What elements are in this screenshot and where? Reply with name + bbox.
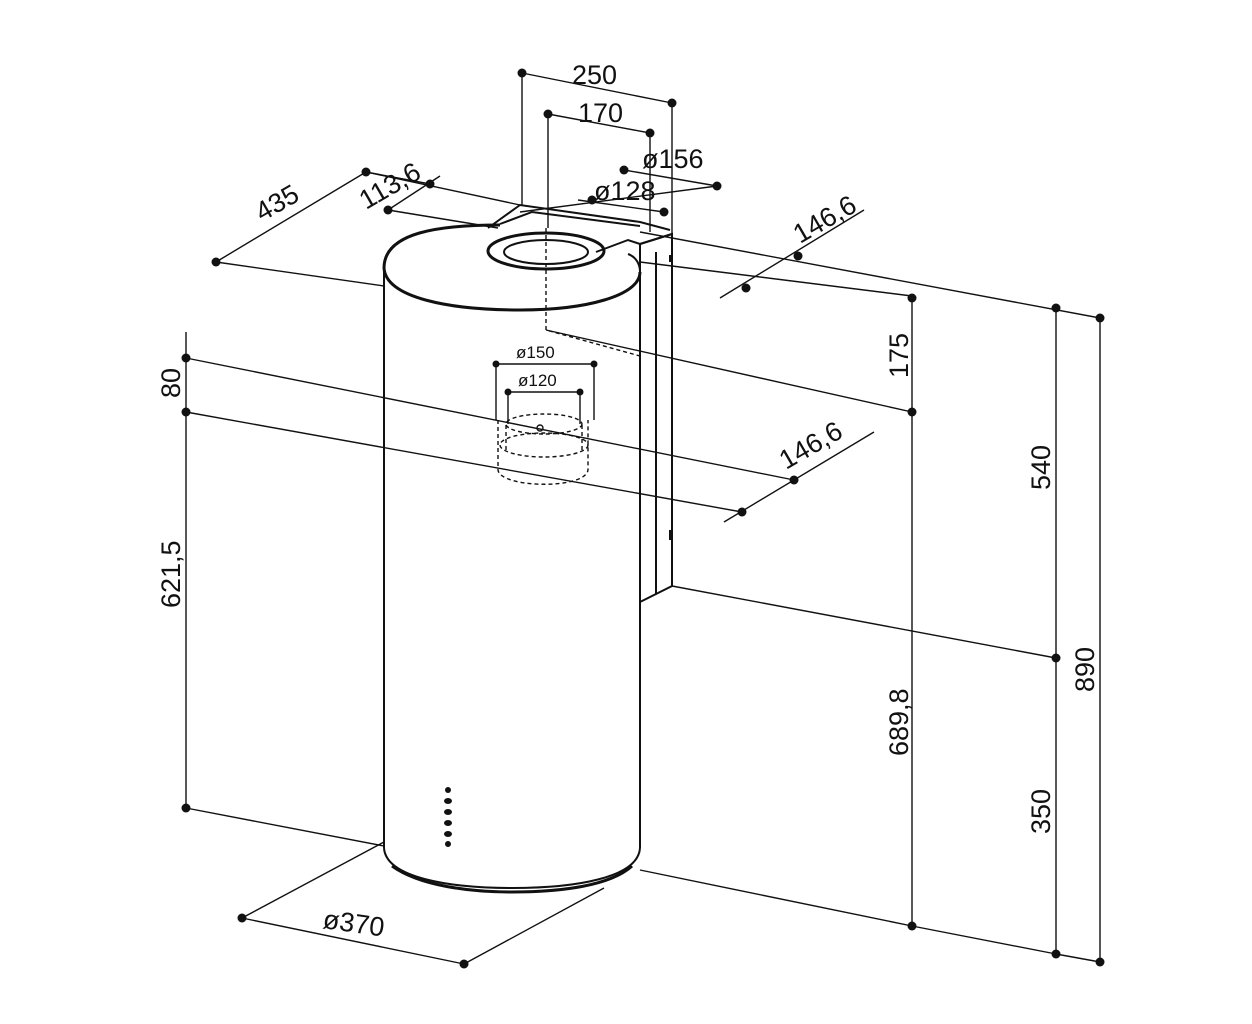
label-150: ø150 bbox=[516, 343, 555, 362]
dim-540-350: 540 350 bbox=[671, 303, 1061, 959]
label-128: ø128 bbox=[594, 176, 656, 206]
dim-170: 170 bbox=[543, 98, 655, 232]
control-button bbox=[444, 831, 452, 837]
hood-body bbox=[382, 203, 673, 894]
label-250: 250 bbox=[572, 60, 617, 90]
dim-113-6: 113,6 bbox=[354, 156, 499, 229]
cylinder-top-front bbox=[382, 267, 642, 312]
dim-rear-duct-150: ø150 bbox=[492, 343, 598, 420]
label-621-5: 621,5 bbox=[156, 540, 186, 608]
dim-250: 250 bbox=[517, 60, 677, 240]
dim-370: ø370 bbox=[237, 841, 605, 969]
top-duct-collar bbox=[486, 231, 606, 271]
top-bracket-inner bbox=[499, 210, 641, 227]
label-120: ø120 bbox=[518, 371, 557, 390]
dim-175: 175 bbox=[545, 293, 917, 926]
inner-chimney-hidden bbox=[545, 228, 641, 357]
rear-duct-ring bbox=[499, 432, 589, 458]
dim-621-5: 621,5 bbox=[156, 540, 385, 847]
control-button bbox=[444, 809, 452, 815]
label-80: 80 bbox=[156, 368, 186, 398]
control-button bbox=[445, 841, 451, 847]
cylinder-top-rim bbox=[382, 223, 501, 269]
dim-689-8: 689,8 bbox=[639, 688, 917, 931]
label-540: 540 bbox=[1026, 445, 1056, 490]
dim-890: 890 bbox=[1055, 313, 1105, 967]
label-689-8: 689,8 bbox=[884, 688, 914, 756]
control-button bbox=[444, 798, 452, 804]
label-170: 170 bbox=[578, 98, 623, 128]
rear-duct-inner-top bbox=[505, 413, 583, 435]
label-156: ø156 bbox=[642, 144, 704, 174]
control-button bbox=[444, 820, 452, 826]
label-175: 175 bbox=[884, 333, 914, 378]
dim-rear-duct-120: ø120 bbox=[504, 371, 584, 424]
label-435: 435 bbox=[250, 179, 304, 228]
label-890: 890 bbox=[1070, 647, 1100, 692]
rear-duct-outer-hidden bbox=[497, 420, 589, 485]
label-350: 350 bbox=[1026, 789, 1056, 834]
cylinder-top-right-lip bbox=[627, 253, 641, 273]
dim-duct-128: ø128 bbox=[577, 176, 669, 217]
control-buttons bbox=[444, 787, 452, 847]
dim-146-6-top: 146,6 bbox=[639, 189, 1101, 319]
cylinder-bottom-rim bbox=[391, 864, 634, 894]
rear-duct-inner-sides bbox=[505, 425, 583, 450]
control-button bbox=[445, 787, 451, 793]
label-146-6-rear: 146,6 bbox=[774, 415, 848, 475]
dim-80: 80 bbox=[156, 332, 191, 808]
top-bracket-back bbox=[487, 203, 671, 231]
label-146-6-top: 146,6 bbox=[788, 189, 862, 249]
dim-duct-156: ø156 bbox=[519, 144, 722, 213]
